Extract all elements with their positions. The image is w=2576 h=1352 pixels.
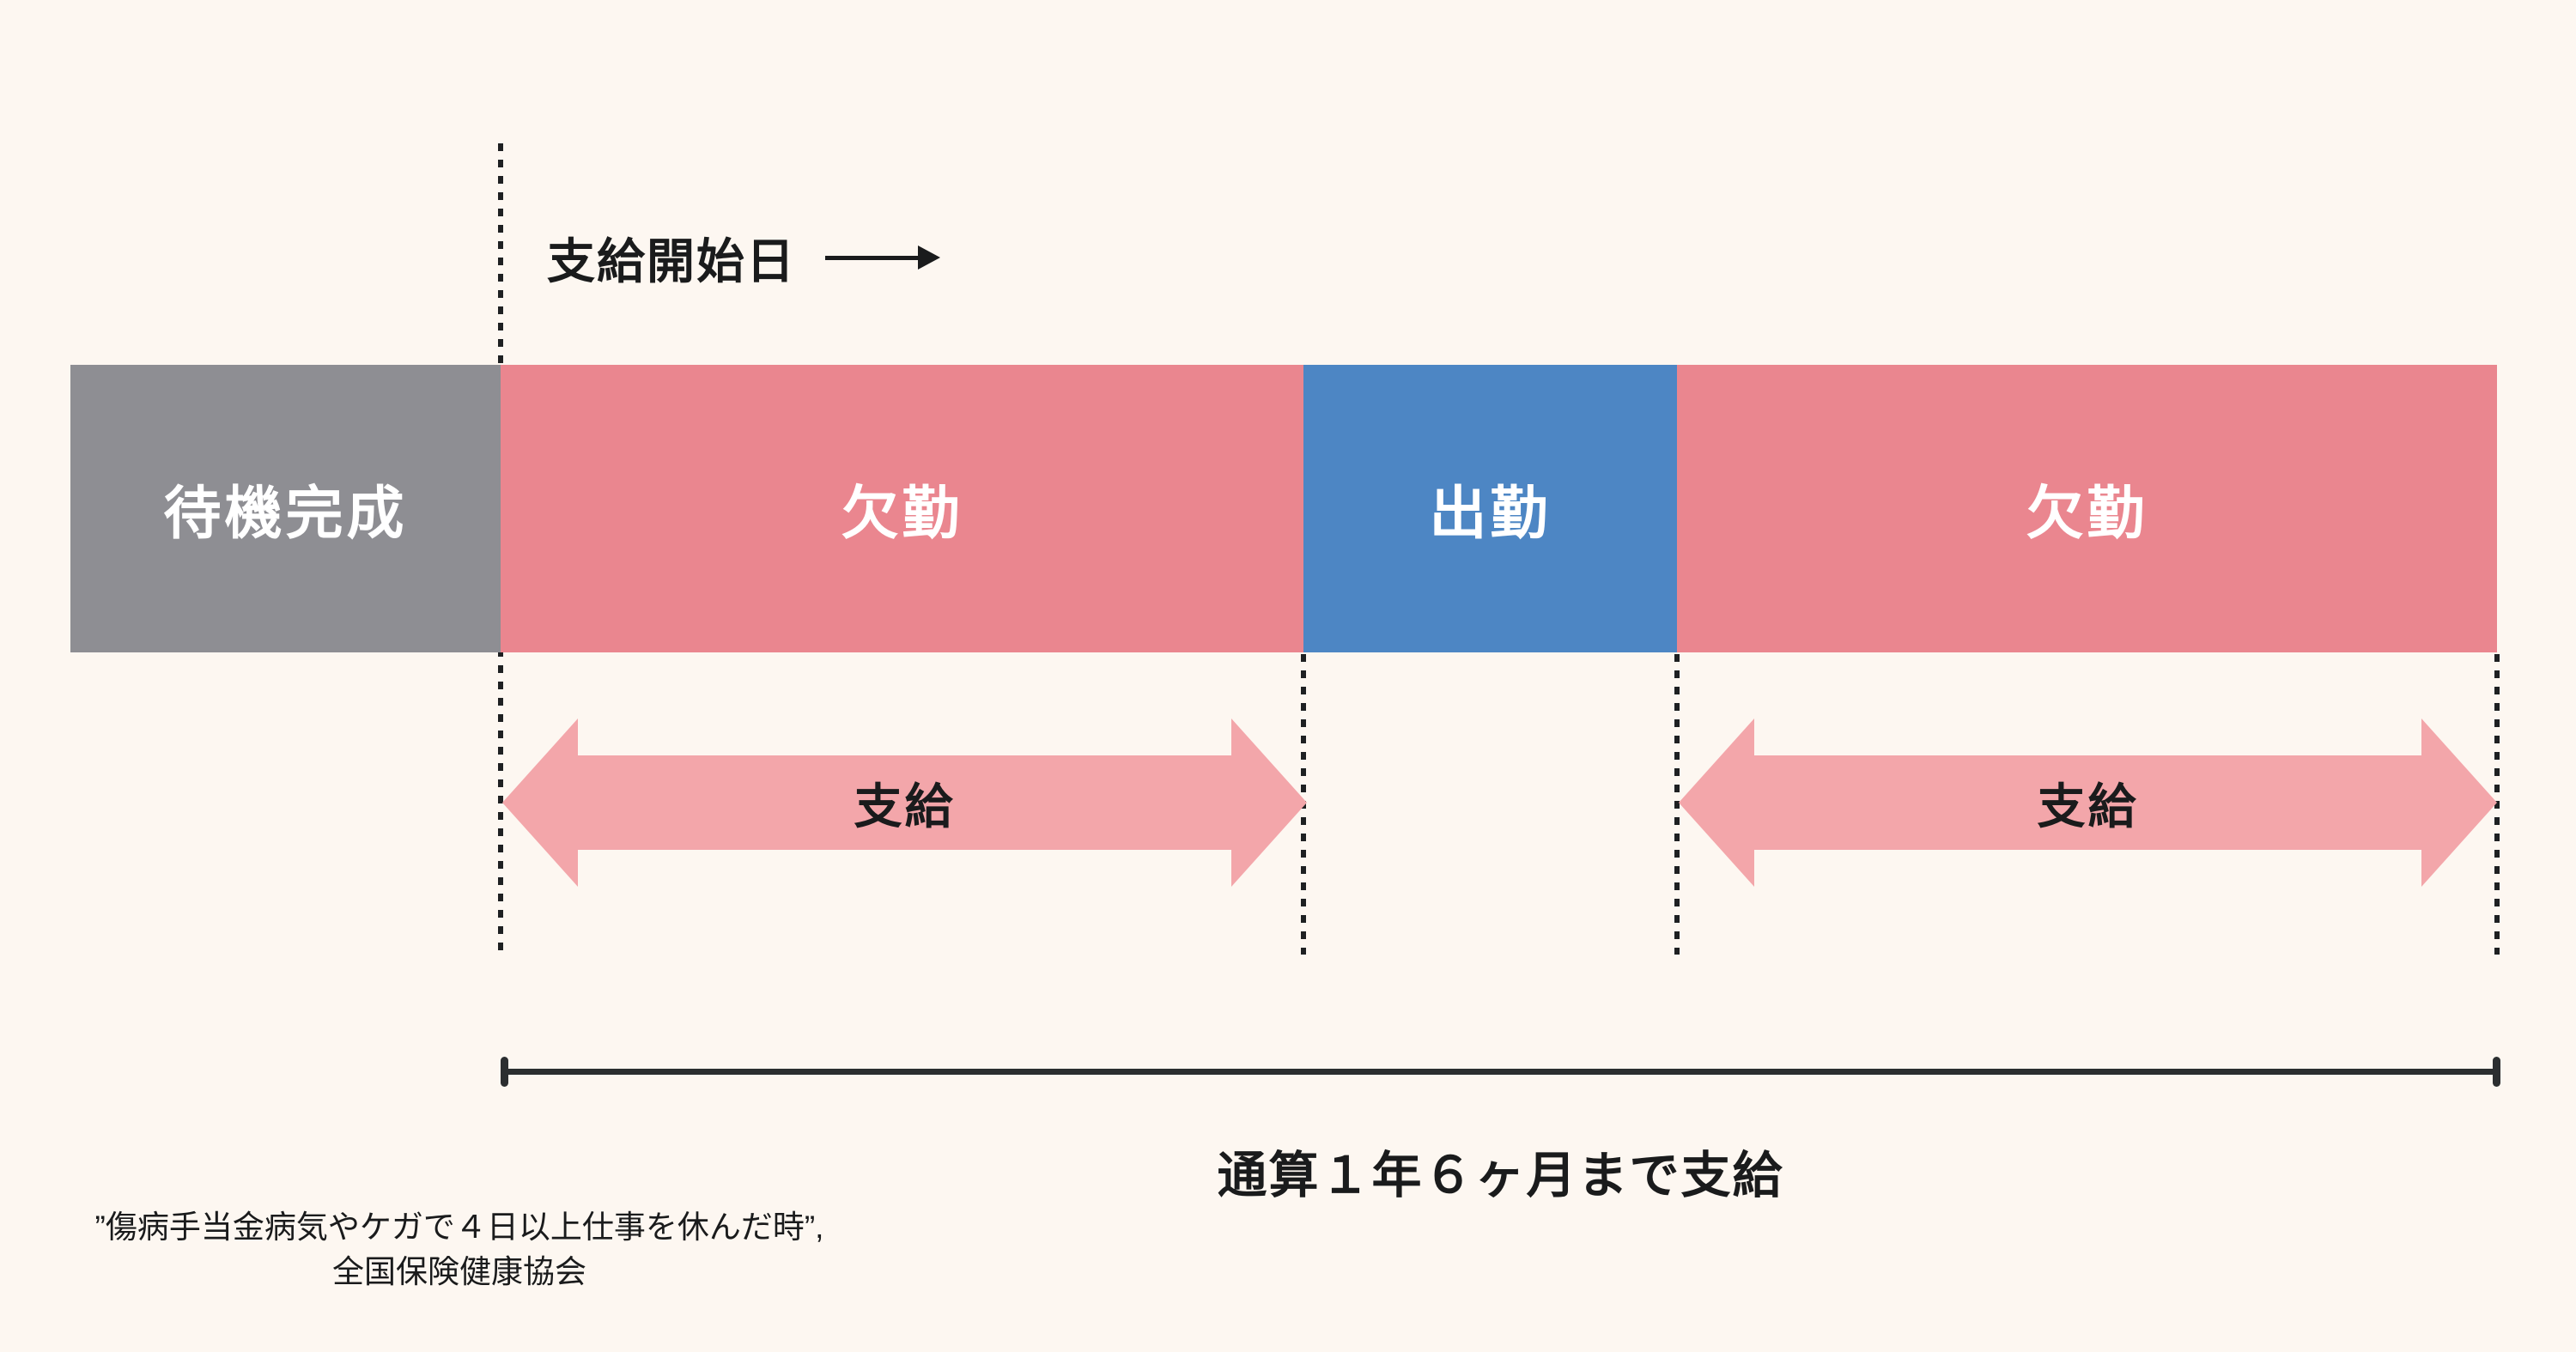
duration-bracket-left-tick (501, 1057, 508, 1087)
segment-absence-1: 欠勤 (501, 365, 1303, 652)
segment-attendance: 出勤 (1303, 365, 1677, 652)
payment-arrow-left: 支給 (502, 718, 1307, 887)
payment-arrow-right: 支給 (1679, 718, 2497, 887)
duration-bracket-line (504, 1069, 2497, 1075)
citation: ”傷病手当金病気やケガで４日以上仕事を休んだ時”, 全国保険健康協会 (82, 1205, 837, 1294)
segment-absence-2: 欠勤 (1677, 365, 2497, 652)
citation-line-2: 全国保険健康協会 (332, 1254, 586, 1289)
segment-attendance-label: 出勤 (1429, 482, 1552, 546)
segment-waiting-period: 待機完成 (70, 365, 501, 652)
payment-start-label: 支給開始日 (547, 233, 796, 288)
long-right-arrow-icon (825, 246, 940, 270)
double-headed-arrow-icon (1679, 718, 2497, 887)
payment-start-annotation: 支給開始日 (547, 228, 940, 288)
attendance-end-dotted-line (1674, 654, 1680, 955)
segment-absence-2-label: 欠勤 (2026, 482, 2148, 546)
payment-arrow-left-label: 支給 (854, 779, 956, 834)
segment-waiting-label: 待機完成 (163, 482, 408, 546)
payment-arrow-right-label: 支給 (2037, 779, 2139, 834)
segment-absence-1-label: 欠勤 (841, 482, 963, 546)
duration-bracket-right-tick (2493, 1057, 2500, 1087)
citation-line-1: ”傷病手当金病気やケガで４日以上仕事を休んだ時”, (94, 1210, 824, 1245)
timeline-end-dotted-line (2494, 654, 2500, 955)
double-headed-arrow-icon (502, 718, 1307, 887)
total-duration-label: 通算１年６ヶ月まで支給 (1217, 1148, 1784, 1203)
